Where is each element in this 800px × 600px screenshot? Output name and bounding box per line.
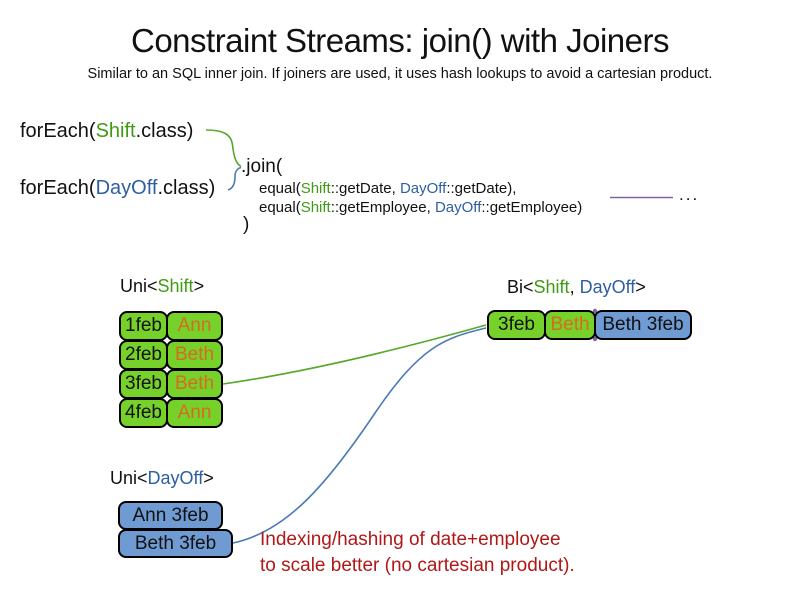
bi-label: Bi<Shift, DayOff> [507, 277, 646, 298]
shift-date-cell: 1feb [119, 311, 168, 341]
code-text: forEach( [20, 177, 96, 199]
shift-employee-cell: Beth [166, 340, 223, 370]
dayoff-class-token: DayOff [399, 180, 447, 197]
shift-class-token: Shift [533, 277, 570, 297]
dayoff-to-bi-curve [232, 327, 487, 544]
dayoff-cell: Beth 3feb [118, 529, 233, 558]
uni-shift-label: Uni<Shift> [120, 276, 204, 297]
code-text: forEach( [20, 120, 96, 142]
shift-class-token: Shift [300, 180, 331, 197]
bracket-blue-curve [227, 166, 242, 191]
dayoff-cell: Ann 3feb [118, 501, 223, 530]
label-text: > [635, 277, 646, 297]
code-join-open: .join( [241, 156, 283, 177]
code-foreach-dayoff: forEach(DayOff.class) [20, 177, 215, 200]
dayoff-class-token: DayOff [95, 177, 158, 199]
shift-date-cell: 3feb [119, 369, 168, 399]
bi-date-cell: 3feb [487, 310, 546, 340]
page-title: Constraint Streams: join() with Joiners [130, 22, 670, 59]
shift-class-token: Shift [95, 120, 136, 142]
dayoff-class-token: DayOff [579, 277, 636, 297]
label-text: > [203, 468, 214, 488]
label-text: Uni< [110, 468, 148, 488]
code-text: .class) [135, 120, 194, 142]
label-text: Bi< [507, 277, 534, 297]
indexing-note: Indexing/hashing of date+employee to sca… [260, 527, 575, 579]
uni-dayoff-label: Uni<DayOff> [110, 468, 214, 489]
code-equal-employee: equal(Shift::getEmployee, DayOff::getEmp… [259, 199, 582, 216]
dayoff-class-token: DayOff [147, 468, 204, 488]
code-text: ::getEmployee, [330, 199, 435, 216]
bracket-green-curve [205, 129, 242, 168]
shift-employee-cell: Ann [166, 311, 223, 341]
code-text: .class) [157, 177, 216, 199]
bi-employee-cell: Beth [544, 310, 596, 340]
code-text: ::getEmployee) [481, 199, 583, 216]
shift-date-cell: 4feb [119, 398, 168, 428]
shift-date-cell: 2feb [119, 340, 168, 370]
code-foreach-shift: forEach(Shift.class) [20, 120, 193, 143]
shift-employee-cell: Ann [166, 398, 223, 428]
code-text: ::getDate), [446, 180, 517, 197]
code-text: equal( [259, 199, 301, 216]
dayoff-class-token: DayOff [434, 199, 482, 216]
shift-class-token: Shift [300, 199, 331, 216]
code-text: equal( [259, 180, 301, 197]
indexing-note-line1: Indexing/hashing of date+employee [260, 529, 561, 550]
code-join-close: ) [243, 214, 250, 235]
shift-employee-cell: Beth [166, 369, 223, 399]
shift-class-token: Shift [157, 276, 194, 296]
code-equal-date: equal(Shift::getDate, DayOff::getDate), [259, 180, 516, 197]
page-subtitle: Similar to an SQL inner join. If joiners… [87, 66, 713, 82]
more-joiners-ellipsis: ... [679, 185, 700, 204]
bi-dayoff-cell: Beth 3feb [594, 310, 692, 340]
code-text: ::getDate, [330, 180, 400, 197]
label-text: > [193, 276, 205, 296]
indexing-note-line2: to scale better (no cartesian product). [260, 555, 575, 576]
shift-to-bi-curve [222, 324, 487, 385]
label-text: , [569, 277, 580, 297]
label-text: Uni< [120, 276, 158, 296]
